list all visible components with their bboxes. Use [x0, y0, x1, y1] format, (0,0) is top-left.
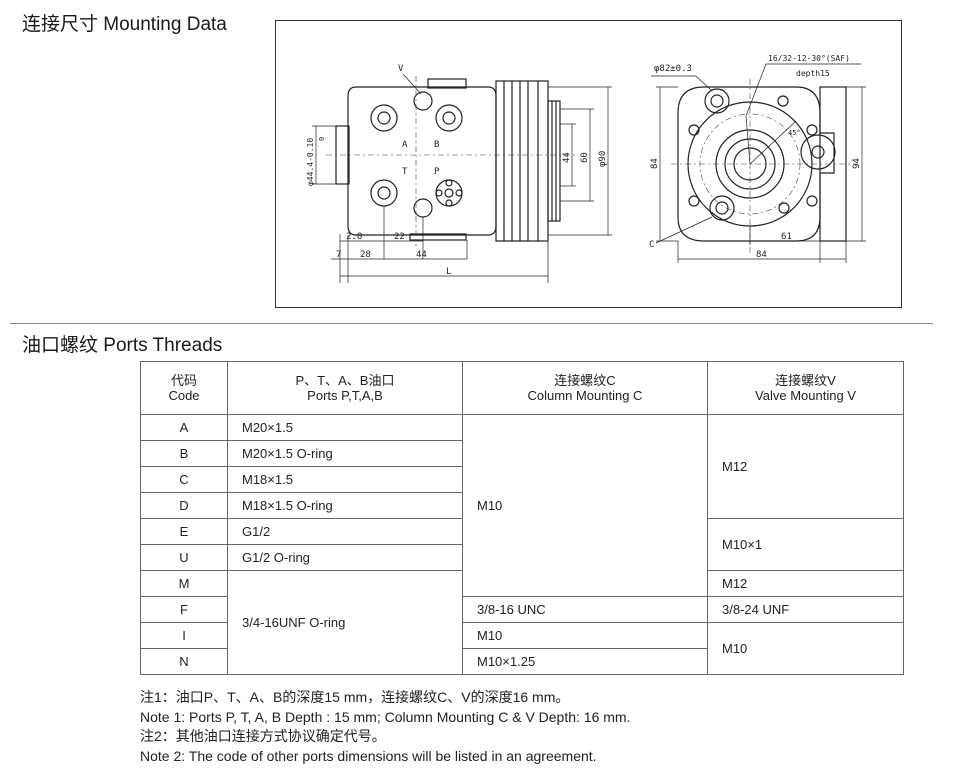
ports-cell: M20×1.5: [227, 414, 463, 441]
table-row: F 3/8-16 UNC 3/8-24 UNF: [140, 596, 904, 623]
notes: 注1：油口P、T、A、B的深度15 mm，连接螺纹C、V的深度16 mm。 No…: [140, 688, 630, 766]
depth-label: depth15: [796, 69, 830, 78]
code-cell: E: [140, 518, 228, 545]
mounting-data-title: 连接尺寸 Mounting Data: [22, 14, 227, 35]
note-1-en: Note 1: Ports P, T, A, B Depth : 15 mm; …: [140, 708, 631, 725]
ports-cell: M20×1.5 O-ring: [227, 440, 463, 467]
code-cell: M: [140, 570, 228, 597]
code-cell: B: [140, 440, 228, 467]
label-v: V: [398, 64, 404, 74]
ports-cell: M18×1.5: [227, 466, 463, 493]
valve-cell: M12: [707, 570, 904, 597]
code-cell: A: [140, 414, 228, 441]
dim-phi44: φ44.4-0.10: [306, 138, 315, 186]
table-row: N M10×1.25: [140, 648, 904, 675]
valve-cell: M12: [707, 414, 904, 519]
code-cell: N: [140, 648, 228, 675]
column-cell: 3/8-16 UNC: [462, 596, 708, 623]
label-p: P: [434, 167, 440, 177]
dim-61: 61: [781, 232, 792, 242]
label-b: B: [434, 140, 439, 150]
dim-84-horizontal: 84: [756, 250, 767, 260]
dim-phi44-tol: 0: [318, 137, 326, 141]
dim-l: L: [446, 267, 451, 277]
ports-cell: G1/2 O-ring: [227, 544, 463, 571]
mounting-drawing-svg: V A B T P φ44.4-0.10 0 2.8 22 7 28 44 L …: [306, 54, 866, 283]
ports-cell: G1/2: [227, 518, 463, 545]
dim-phi82: φ82±0.3: [654, 64, 692, 74]
label-t: T: [402, 167, 408, 177]
dim-60: 60: [580, 152, 590, 163]
table-row: A M20×1.5 M10 M12: [140, 414, 904, 597]
ports-cell: M18×1.5 O-ring: [227, 492, 463, 519]
section-divider: [10, 323, 933, 324]
dim-22: 22: [394, 232, 405, 242]
column-cell: M10: [462, 414, 708, 597]
dim-28: 28: [360, 250, 371, 260]
table-row: D M18×1.5 O-ring: [140, 492, 904, 519]
table-row: I M10 M10: [140, 622, 904, 675]
code-cell: F: [140, 596, 228, 623]
mounting-drawing: V A B T P φ44.4-0.10 0 2.8 22 7 28 44 L …: [275, 20, 902, 308]
valve-cell: M10: [707, 622, 904, 675]
ports-cell: 3/4-16UNF O-ring: [227, 570, 463, 675]
dim-84-vertical: 84: [650, 158, 660, 169]
code-cell: U: [140, 544, 228, 571]
ports-threads-title: 油口螺纹 Ports Threads: [22, 335, 223, 356]
valve-cell: 3/8-24 UNF: [707, 596, 904, 623]
table-row: M 3/4-16UNF O-ring M12: [140, 570, 904, 675]
dim-phi90: φ90: [598, 151, 608, 167]
column-cell: M10×1.25: [462, 648, 708, 675]
label-a: A: [402, 140, 408, 150]
table-row: C M18×1.5: [140, 466, 904, 493]
table-row: E G1/2 M10×1: [140, 518, 904, 571]
note-2-en: Note 2: The code of other ports dimensio…: [140, 747, 597, 764]
angle-45: 45°: [788, 129, 801, 137]
saf-thread: 16/32-12-30°(SAF): [768, 54, 850, 63]
dim-44: 44: [416, 250, 427, 260]
label-c: C: [649, 240, 654, 250]
column-cell: M10: [462, 622, 708, 649]
dim-2-8: 2.8: [346, 232, 362, 242]
dim-94: 94: [852, 158, 862, 169]
code-cell: D: [140, 492, 228, 519]
valve-cell: M10×1: [707, 518, 904, 571]
note-2-cn: 注2：其他油口连接方式协议确定代号。: [140, 728, 386, 744]
note-1-cn: 注1：油口P、T、A、B的深度15 mm，连接螺纹C、V的深度16 mm。: [140, 689, 570, 705]
code-cell: I: [140, 622, 228, 649]
dim-7: 7: [336, 250, 341, 260]
code-cell: C: [140, 466, 228, 493]
table-row: U G1/2 O-ring: [140, 544, 904, 571]
dim-44-vertical: 44: [562, 152, 572, 163]
